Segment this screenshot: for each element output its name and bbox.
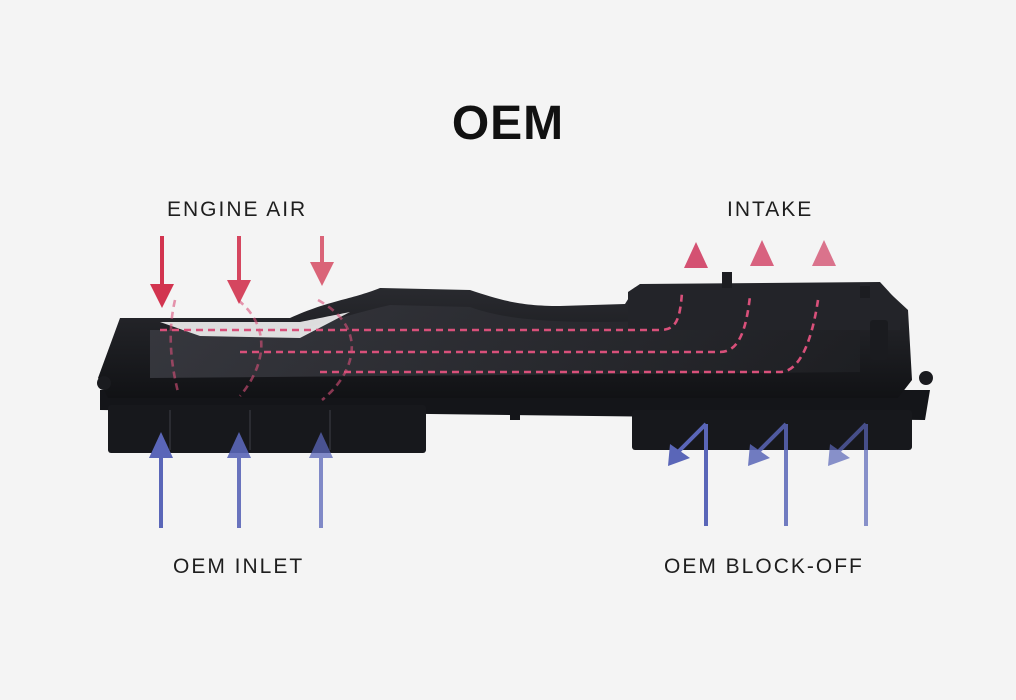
arrow-icon <box>227 432 251 528</box>
left-inlet-duct <box>108 405 426 453</box>
top-tab <box>722 272 732 288</box>
engine-air-label: ENGINE AIR <box>167 198 308 221</box>
arrow-icon <box>748 422 788 526</box>
diagram-title: OEM <box>451 97 565 150</box>
airbox-part <box>97 272 933 453</box>
flow-path-1 <box>160 291 684 332</box>
right-clip <box>919 371 933 385</box>
arrow-icon <box>668 422 708 526</box>
intake-arrows <box>684 240 836 268</box>
oem-block-off-label: OEM BLOCK-OFF <box>664 555 864 578</box>
left-clip <box>97 376 111 390</box>
airflow-paths <box>160 291 820 402</box>
arrow-icon <box>149 432 173 528</box>
arrow-icon <box>812 240 836 266</box>
arrow-icon <box>310 236 334 286</box>
arrow-icon <box>750 240 774 266</box>
flow-curve-2 <box>237 298 263 397</box>
flow-path-2 <box>240 295 752 354</box>
flow-path-3 <box>320 299 820 374</box>
flow-curve-3 <box>317 298 354 402</box>
arrow-icon <box>684 242 708 268</box>
oem-inlet-arrows <box>149 432 333 528</box>
engine-air-arrows <box>150 236 334 308</box>
arrow-icon <box>309 432 333 528</box>
top-tab-2 <box>860 286 870 298</box>
inner-highlight <box>160 312 350 338</box>
oem-block-off-arrows <box>668 422 868 526</box>
right-housing <box>628 282 902 330</box>
arrow-icon <box>150 236 174 308</box>
center-tab <box>510 404 520 420</box>
arrow-icon <box>828 422 868 526</box>
right-block-off-duct <box>632 410 912 450</box>
arrow-icon <box>227 236 251 304</box>
oem-inlet-label: OEM INLET <box>173 555 305 578</box>
right-bracket <box>870 320 888 360</box>
intake-label: INTAKE <box>727 198 814 221</box>
